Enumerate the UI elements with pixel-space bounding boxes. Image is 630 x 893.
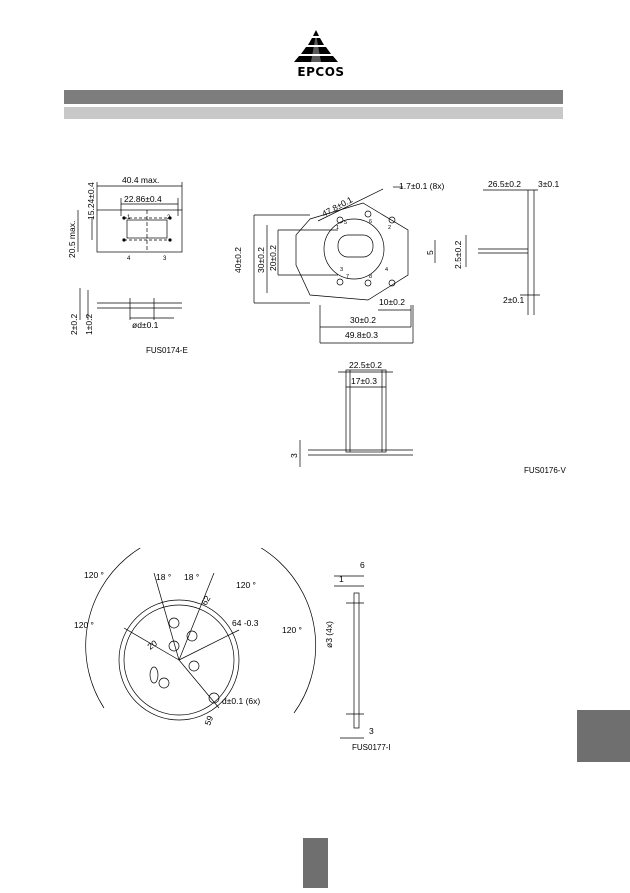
pin-label-4: 4 (385, 267, 388, 273)
dim-s3: 3±0.1 (538, 179, 559, 189)
dim-pin-spacing: 22.86±0.4 (124, 194, 162, 204)
drawing-fus0177: 120 ° 120 ° 120 ° 120 ° 18 ° 18 ° 62 20 … (74, 548, 391, 752)
figure-code-3: FUS0177-I (352, 743, 391, 752)
dim-angle-a1: 120 ° (84, 570, 104, 580)
dim-s3b: 3 (369, 726, 374, 736)
dim-b3: 3 (289, 453, 299, 458)
pin-label-2: 2 (388, 225, 391, 231)
dim-s26: 26.5±0.2 (488, 179, 521, 189)
dim-b22: 22.5±0.2 (349, 360, 382, 370)
pin-label-8: 8 (369, 274, 372, 280)
header-bar-dark (64, 90, 563, 104)
dim-w10: 10±0.2 (379, 297, 405, 307)
chapter-tab (577, 710, 630, 762)
dim-s1: 1 (339, 574, 344, 584)
brand-name: EPCOS (297, 65, 345, 79)
dim-pins: d±0.1 (6x) (222, 696, 260, 706)
pin-label-1: 1 (127, 215, 131, 221)
drawing-fus0174: 40.4 max. 22.86±0.4 15.24±0.4 20.5 max. … (67, 175, 188, 355)
pin-label-6: 6 (369, 219, 372, 225)
pin-label-3: 3 (340, 267, 343, 273)
dim-angle-a2: 120 ° (236, 580, 256, 590)
page-tab (303, 838, 328, 888)
pin-label-4: 4 (127, 256, 131, 262)
dim-18b: 18 ° (184, 572, 199, 582)
dim-w5: 5 (425, 250, 435, 255)
dim-59: 59 (202, 714, 215, 727)
dim-top-width: 40.4 max. (122, 175, 159, 185)
dim-s25: 2.5±0.2 (453, 240, 463, 269)
dim-62: 62 (199, 594, 213, 607)
dim-h2: 1±0.2 (84, 314, 94, 335)
header-bar-light (64, 107, 563, 119)
dim-height: 20.5 max. (67, 221, 77, 258)
dim-hole: 1.7±0.1 (8x) (399, 181, 444, 191)
dim-h40: 40±0.2 (233, 247, 243, 273)
pin-label-7: 7 (346, 274, 349, 280)
pin-label-2: 2 (167, 215, 171, 221)
dim-64: 64 -0.3 (232, 618, 259, 628)
figure-code-2: FUS0176-V (524, 466, 566, 475)
pin-label-3: 3 (163, 256, 167, 262)
dim-18a: 18 ° (156, 572, 171, 582)
epcos-logo-mark (294, 30, 338, 62)
dim-angle-a4: 120 ° (282, 625, 302, 635)
dim-dia3: ø3 (4x) (324, 621, 334, 648)
dim-w49: 49.8±0.3 (345, 330, 378, 340)
pin-label-5: 5 (344, 220, 347, 226)
dim-h30: 30±0.2 (256, 247, 266, 273)
dim-20: 20 (145, 638, 159, 652)
figure-code-1: FUS0174-E (146, 346, 188, 355)
drawing-fus0176: 1 5 6 2 3 7 8 4 47.8±0.1 1.7±0.1 (8x) 40… (233, 179, 566, 475)
dim-pitch: 15.24±0.4 (86, 182, 96, 220)
dim-diag: 47.8±0.1 (320, 194, 354, 218)
dim-s6: 6 (360, 560, 365, 570)
dim-pin-dia: ød±0.1 (132, 320, 159, 330)
dim-h1: 2±0.2 (69, 314, 79, 335)
dim-w30: 30±0.2 (350, 315, 376, 325)
dim-h20: 20±0.2 (268, 245, 278, 271)
dim-b17: 17±0.3 (351, 376, 377, 386)
dim-s2: 2±0.1 (503, 295, 524, 305)
dim-angle-a3: 120 ° (74, 620, 94, 630)
epcos-logo (291, 28, 341, 66)
pin-label-1: 1 (336, 225, 339, 231)
